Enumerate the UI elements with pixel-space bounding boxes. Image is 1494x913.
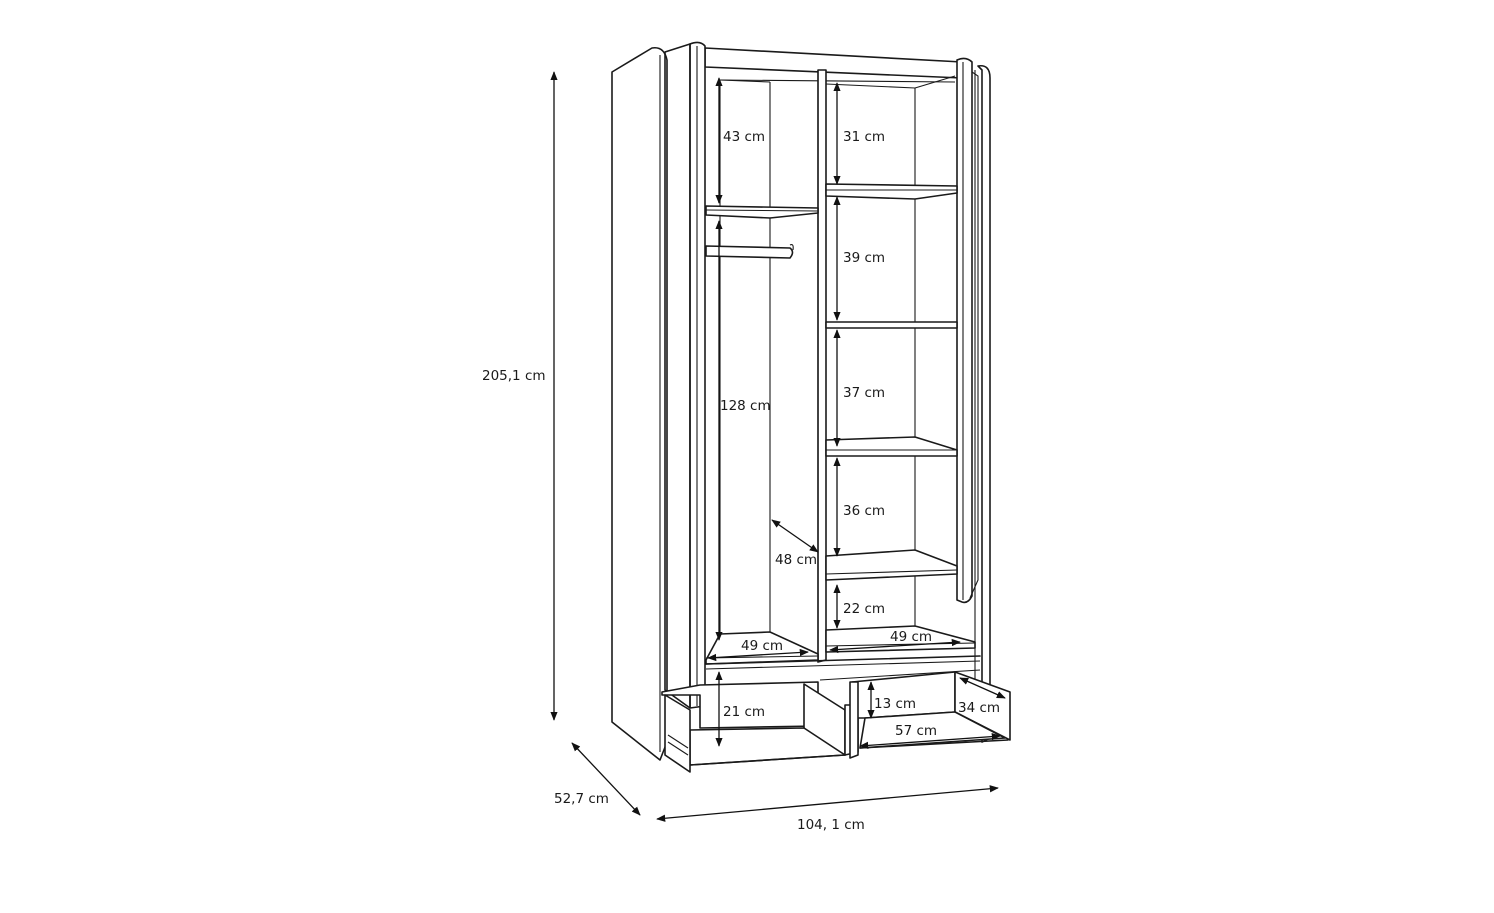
shelf-2-label: 39 cm <box>843 250 885 266</box>
overall-height-label: 205,1 cm <box>482 368 546 384</box>
left-door <box>664 41 706 709</box>
overall-depth-label: 52,7 cm <box>554 791 609 807</box>
left-drawer <box>661 681 859 773</box>
overall-width-label: 104, 1 cm <box>797 817 865 833</box>
shelf-4-label: 36 cm <box>843 503 885 519</box>
right-compartment <box>825 183 976 653</box>
left-compartment <box>705 205 981 670</box>
right-drawer-width-label: 57 cm <box>895 723 937 739</box>
shelf-3-label: 37 cm <box>843 385 885 401</box>
right-drawer-depth-label: 34 cm <box>958 700 1000 716</box>
right-drawer-height-label: 13 cm <box>874 696 916 712</box>
shelf-5-label: 22 cm <box>843 601 885 617</box>
dimension-labels: 205,1 cm 52,7 cm 104, 1 cm 43 cm 128 cm … <box>482 129 1000 833</box>
shelf-1-label: 31 cm <box>843 129 885 145</box>
left-bottom-width-label: 49 cm <box>741 638 783 654</box>
right-bottom-width-label: 49 cm <box>890 629 932 645</box>
left-top-shelf-label: 43 cm <box>723 129 765 145</box>
dimension-lines <box>550 71 1006 822</box>
hanging-height-label: 128 cm <box>720 398 771 414</box>
right-door <box>956 57 979 604</box>
left-drawer-height-label: 21 cm <box>723 704 765 720</box>
inner-depth-label: 48 cm <box>775 552 817 568</box>
